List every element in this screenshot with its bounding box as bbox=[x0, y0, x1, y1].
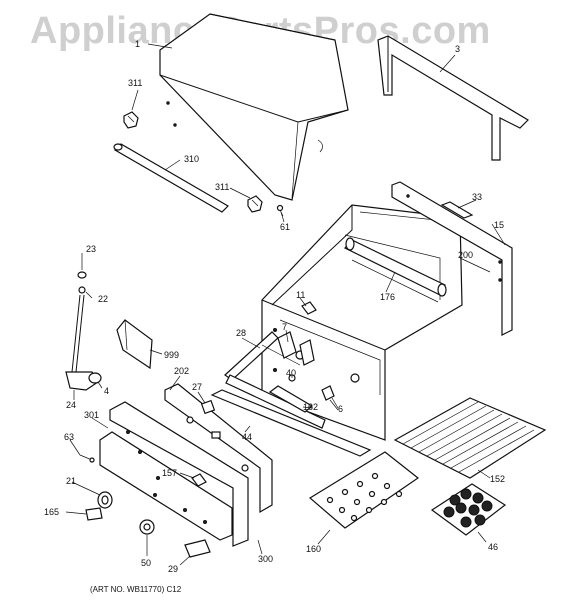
callout-1: 1 bbox=[135, 39, 140, 49]
cooking-grate bbox=[393, 397, 547, 479]
callout-300: 300 bbox=[258, 554, 273, 564]
callout-22: 22 bbox=[98, 294, 108, 304]
hood-hinge-bracket bbox=[377, 35, 529, 161]
handle-end-cap-right bbox=[247, 195, 263, 213]
callout-202: 202 bbox=[174, 366, 189, 376]
callout-165: 165 bbox=[44, 507, 59, 517]
hood-lid bbox=[159, 13, 349, 201]
handle-end-cap-left bbox=[123, 111, 139, 129]
control-knob-165 bbox=[85, 507, 103, 521]
callout-152: 152 bbox=[490, 474, 505, 484]
callout-7: 7 bbox=[282, 322, 287, 332]
callout-61: 61 bbox=[280, 222, 290, 232]
handle-rod bbox=[113, 143, 229, 213]
callout-6: 6 bbox=[338, 404, 343, 414]
callout-200: 200 bbox=[458, 250, 473, 260]
callout-160: 160 bbox=[306, 544, 321, 554]
control-panel-bracket bbox=[164, 383, 273, 514]
lava-rock-bag bbox=[430, 483, 507, 536]
callout-21: 21 bbox=[66, 476, 76, 486]
callout-44: 44 bbox=[242, 432, 252, 442]
callout-15: 15 bbox=[494, 220, 504, 230]
callout-63: 63 bbox=[64, 432, 74, 442]
bottom-support-rail bbox=[210, 389, 372, 457]
callout-301: 301 bbox=[84, 410, 99, 420]
gas-manifold bbox=[268, 374, 314, 413]
control-panel-front bbox=[99, 401, 249, 547]
callout-4: 4 bbox=[104, 386, 109, 396]
callout-23: 23 bbox=[86, 244, 96, 254]
callout-33: 33 bbox=[472, 192, 482, 202]
leader-lines bbox=[65, 43, 506, 566]
callout-46: 46 bbox=[488, 542, 498, 552]
callout-29: 29 bbox=[168, 564, 178, 574]
igniter-electrode bbox=[321, 385, 339, 411]
vent-plate bbox=[440, 201, 474, 219]
callout-310: 310 bbox=[184, 154, 199, 164]
knob-bezel bbox=[97, 491, 113, 509]
callout-311-top: 311 bbox=[128, 78, 142, 88]
callout-157: 157 bbox=[162, 468, 177, 478]
screw-63 bbox=[79, 454, 95, 463]
callout-999: 999 bbox=[164, 350, 179, 360]
control-knob-50 bbox=[139, 519, 155, 535]
callouts: 1 3 311 310 311 61 33 15 200 176 11 23 2… bbox=[44, 39, 505, 594]
callout-40: 40 bbox=[286, 368, 296, 378]
callout-24: 24 bbox=[66, 400, 76, 410]
gas-hose-regulator bbox=[65, 271, 102, 391]
callout-3: 3 bbox=[455, 44, 460, 54]
callout-162: 162 bbox=[303, 402, 318, 412]
callout-311-bottom: 311 bbox=[215, 182, 229, 192]
callout-176: 176 bbox=[380, 292, 395, 302]
heat-shield bbox=[344, 237, 447, 303]
callout-28: 28 bbox=[236, 328, 246, 338]
valve-assembly bbox=[277, 331, 315, 366]
callout-27: 27 bbox=[192, 382, 202, 392]
screw-61 bbox=[276, 204, 284, 217]
owners-manual bbox=[116, 319, 153, 370]
callout-11: 11 bbox=[296, 290, 305, 300]
briquette-tray bbox=[308, 451, 420, 529]
instruction-label bbox=[184, 539, 211, 558]
callout-50: 50 bbox=[141, 558, 151, 568]
rear-panel bbox=[391, 181, 513, 336]
igniter-27 bbox=[200, 399, 216, 415]
control-knob-157 bbox=[191, 473, 207, 487]
art-number-caption: (ART NO. WB11770) C12 bbox=[90, 585, 182, 594]
